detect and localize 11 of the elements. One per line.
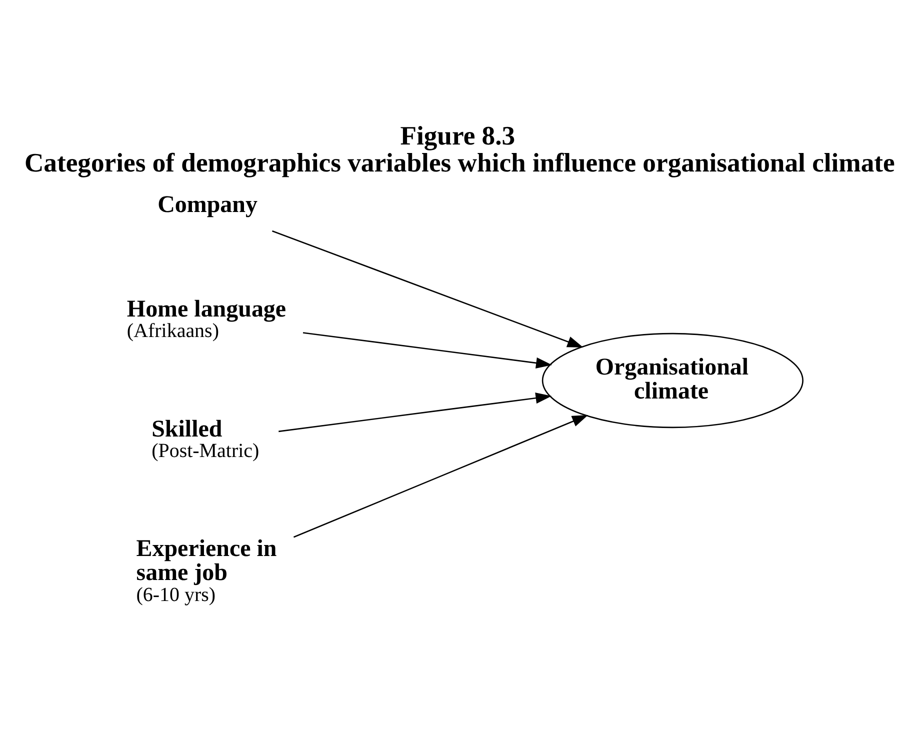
arrow: [293, 414, 588, 538]
arrow: [302, 332, 552, 368]
arrow: [278, 392, 552, 432]
node-label: (Post-Matric): [152, 440, 260, 462]
node-text: Experience in same job: [136, 536, 277, 586]
node-text: Home language: [126, 296, 286, 322]
diagram-title: Figure 8.3: [400, 120, 516, 150]
node-text: Skilled: [152, 416, 222, 442]
arrow: [272, 230, 584, 348]
node-text: Company: [158, 191, 258, 218]
node-label: (Afrikaans): [126, 320, 219, 342]
